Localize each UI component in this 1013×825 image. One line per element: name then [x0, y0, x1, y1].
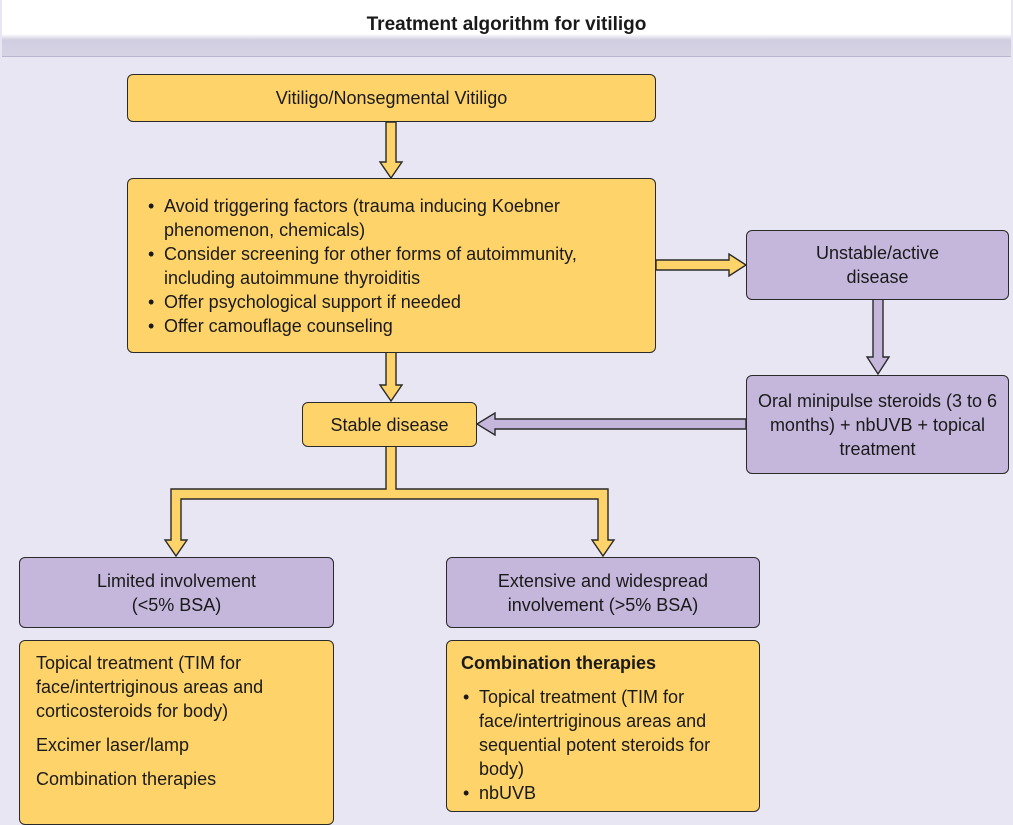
arrow-vitiligo-to-general: [378, 121, 404, 180]
arrow-oral-to-stable: [475, 411, 747, 437]
general-measure-item: Offer camouflage counseling: [146, 314, 639, 338]
node-oral-minipulse: Oral minipulse steroids (3 to 6 months) …: [746, 375, 1009, 474]
node-extensive-label: Extensive and widespread involvement (>5…: [497, 570, 709, 615]
extensive-treatment-list: Topical treatment (TIM for face/intertri…: [461, 685, 745, 805]
extensive-treatment-heading: Combination therapies: [461, 653, 657, 673]
limited-treatment-item: Combination therapies: [36, 769, 217, 789]
title-bar: [2, 0, 1011, 57]
arrow-stable-branch: [163, 445, 616, 558]
arrow-unstable-to-oral: [865, 298, 891, 376]
node-limited-involvement: Limited involvement (<5% BSA): [19, 557, 334, 628]
node-unstable-label: Unstable/active disease: [815, 243, 940, 287]
node-limited-label: Limited involvement (<5% BSA): [96, 570, 257, 615]
node-general-measures: Avoid triggering factors (trauma inducin…: [127, 178, 656, 353]
limited-treatment-item: Excimer laser/lamp: [36, 735, 190, 755]
node-extensive-involvement: Extensive and widespread involvement (>5…: [446, 557, 760, 628]
node-unstable-disease: Unstable/active disease: [746, 230, 1009, 300]
arrow-general-to-stable: [378, 351, 404, 403]
limited-treatment-item: Topical treatment (TIM for face/intertri…: [36, 653, 264, 721]
node-vitiligo: Vitiligo/Nonsegmental Vitiligo: [127, 74, 656, 122]
general-measure-item: Avoid triggering factors (trauma inducin…: [146, 194, 639, 242]
node-oral-label: Oral minipulse steroids (3 to 6 months) …: [757, 390, 998, 459]
extensive-treatment-item: nbUVB: [461, 781, 745, 805]
node-stable-label: Stable disease: [330, 414, 449, 435]
node-vitiligo-label: Vitiligo/Nonsegmental Vitiligo: [275, 88, 508, 108]
extensive-treatment-item: Topical treatment (TIM for face/intertri…: [461, 685, 745, 781]
general-measures-list: Avoid triggering factors (trauma inducin…: [146, 194, 639, 338]
arrow-general-to-unstable: [655, 252, 748, 278]
diagram-title: Treatment algorithm for vitiligo: [366, 14, 647, 35]
general-measure-item: Consider screening for other forms of au…: [146, 242, 639, 290]
node-stable-disease: Stable disease: [302, 402, 477, 447]
general-measure-item: Offer psychological support if needed: [146, 290, 639, 314]
node-limited-treatments: Topical treatment (TIM for face/intertri…: [19, 640, 334, 825]
node-extensive-treatments: Combination therapies Topical treatment …: [446, 640, 760, 812]
